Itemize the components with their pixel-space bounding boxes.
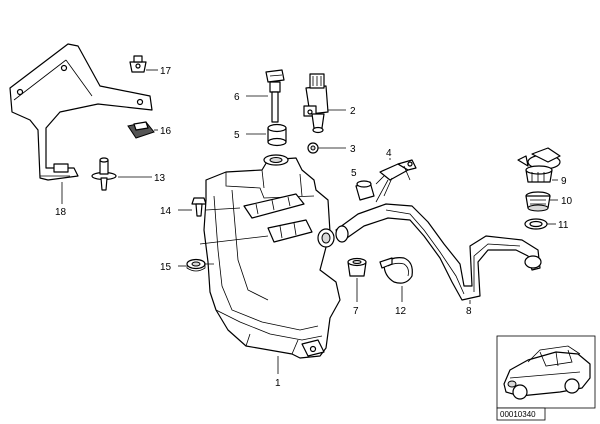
callout-11: 11 xyxy=(558,220,569,231)
callout-10: 10 xyxy=(561,196,573,207)
callout-5b: 5 xyxy=(351,168,357,179)
callout-5a: 5 xyxy=(234,130,240,141)
grommet-part-15 xyxy=(186,258,206,272)
callout-1: 1 xyxy=(275,378,281,389)
callout-3: 3 xyxy=(350,144,356,155)
callout-17: 17 xyxy=(160,66,172,77)
vehicle-reference-thumbnail: 00010340 xyxy=(496,335,596,421)
washer-pump-part-2 xyxy=(303,73,329,134)
rivet-part-13 xyxy=(91,157,117,191)
grommet-part-5-lower xyxy=(355,180,375,201)
hose-connector-part-4 xyxy=(375,159,417,203)
pump-grommet-part-3 xyxy=(307,142,319,154)
callout-12: 12 xyxy=(395,306,407,317)
filler-cap-part-9 xyxy=(517,147,561,183)
callout-16: 16 xyxy=(160,126,172,137)
bracket-part-18 xyxy=(9,43,153,181)
callout-15: 15 xyxy=(160,262,172,273)
callout-9: 9 xyxy=(561,176,567,187)
callout-4: 4 xyxy=(386,148,392,159)
filler-insert-part-10 xyxy=(525,191,551,212)
hose-clip-part-12 xyxy=(379,257,413,284)
sealing-ring-part-11 xyxy=(524,218,548,230)
callout-14: 14 xyxy=(160,206,172,217)
screw-part-14 xyxy=(191,197,207,217)
clip-part-17 xyxy=(129,55,147,73)
grommet-part-7 xyxy=(347,257,367,277)
callout-8: 8 xyxy=(466,306,472,317)
hose-part-8 xyxy=(335,203,542,301)
callout-6: 6 xyxy=(234,92,240,103)
callout-7: 7 xyxy=(353,306,359,317)
diagram-id: 00010340 xyxy=(500,410,536,419)
callout-13: 13 xyxy=(154,173,166,184)
grommet-part-5-upper xyxy=(267,123,287,147)
callout-2: 2 xyxy=(350,106,356,117)
level-sensor-part-6 xyxy=(265,69,285,123)
callout-18: 18 xyxy=(55,207,67,218)
reservoir-part-1 xyxy=(203,154,341,359)
clip-nut-part-16 xyxy=(127,121,155,139)
